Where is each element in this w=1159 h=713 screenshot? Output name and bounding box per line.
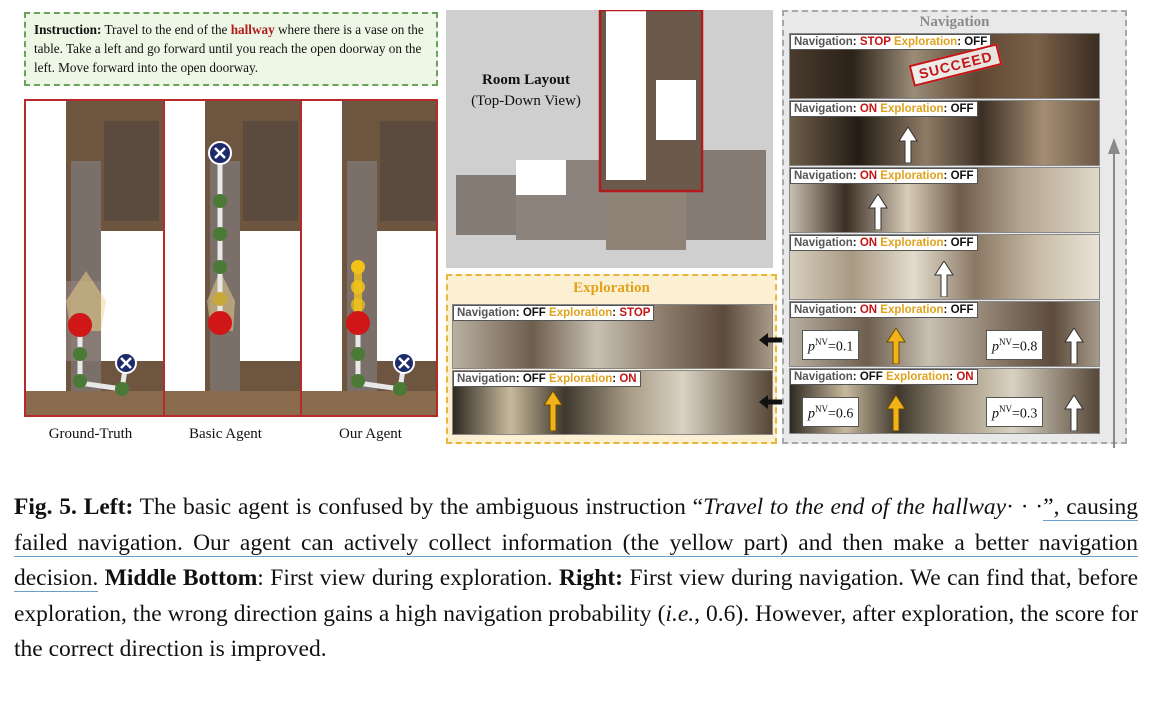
navigation-view-6: Navigation: OFF Exploration: ON pNV=0.6 … xyxy=(789,368,1100,434)
arrow-up-icon xyxy=(886,395,906,431)
exploration-panel: Exploration Navigation: OFF Exploration:… xyxy=(446,274,777,444)
arrow-up-icon xyxy=(1064,395,1084,431)
caption-middle-label: Middle Bottom xyxy=(104,565,258,591)
caption-ground-truth: Ground-Truth xyxy=(48,426,133,442)
instruction-highlight: hallway xyxy=(230,22,275,37)
caption-ie: i.e. xyxy=(665,600,695,627)
progress-arrow-icon xyxy=(1108,138,1120,448)
prob-label-2: pNV=0.8 xyxy=(986,330,1044,360)
gt-stop-marker xyxy=(68,313,92,337)
navigation-view-2: Navigation: ON Exploration: OFF xyxy=(789,100,1100,166)
our-stop-marker xyxy=(346,311,370,335)
room-layout-subtitle: (Top-Down View) xyxy=(471,93,581,109)
map-our-agent-svg xyxy=(302,101,436,415)
arrow-up-icon xyxy=(886,328,906,364)
navigation-panel: Navigation Navigation: STOP Exploration:… xyxy=(782,10,1127,448)
navigation-view-3-label: Navigation: ON Exploration: OFF xyxy=(790,168,978,184)
navigation-view-5-label: Navigation: ON Exploration: OFF xyxy=(790,302,978,318)
exploration-title: Exploration xyxy=(573,280,650,296)
caption-text-5: , 0.6). However, after exploration, the … xyxy=(14,600,1138,663)
caption-fig-number: Fig. 5. xyxy=(14,494,77,520)
connector-arrows xyxy=(759,333,783,409)
caption-text-2: ”, causing failed navigation. Our agent … xyxy=(14,494,1139,592)
arrow-up-icon xyxy=(1064,328,1084,364)
caption-left-label: Left: xyxy=(83,494,134,520)
map-our-agent xyxy=(300,101,436,415)
room-highlight-box xyxy=(598,10,704,193)
room-layout-svg xyxy=(456,10,766,250)
navigation-view-6-label: Navigation: OFF Exploration: ON xyxy=(790,369,978,385)
prob-label-1: pNV=0.1 xyxy=(802,330,860,360)
caption-our-agent: Our Agent xyxy=(339,426,402,442)
navigation-title: Navigation xyxy=(919,14,990,30)
caption-dots: · · · xyxy=(1006,494,1044,520)
exploration-view-2-label: Navigation: OFF Exploration: ON xyxy=(453,371,641,387)
prob-label-3: pNV=0.6 xyxy=(802,397,860,427)
caption-text-4: First view during navigation. We can fin… xyxy=(14,565,1139,627)
caption-quote: Travel to the end of the hallway xyxy=(703,494,1007,520)
prob-label-4: pNV=0.3 xyxy=(986,397,1044,427)
room-layout-title-text: Room Layout xyxy=(482,72,570,88)
navigation-view-3: Navigation: ON Exploration: OFF xyxy=(789,167,1100,233)
navigation-view-1-label: Navigation: STOP Exploration: OFF xyxy=(790,34,992,50)
caption-right-label: Right: xyxy=(559,565,624,591)
map-ground-truth-svg xyxy=(26,101,163,415)
map-basic-agent-svg xyxy=(165,101,302,415)
basic-stop-marker xyxy=(208,311,232,335)
room-layout-panel: Room Layout (Top-Down View) xyxy=(446,10,773,268)
navigation-view-4: Navigation: ON Exploration: OFF xyxy=(789,234,1100,300)
room-layout-title: Room Layout (Top-Down View) xyxy=(466,70,586,112)
navigation-view-5: Navigation: ON Exploration: OFF pNV=0.1 … xyxy=(789,301,1100,367)
caption-basic-agent: Basic Agent xyxy=(189,426,262,442)
navigation-view-1: Navigation: STOP Exploration: OFF SUCCEE… xyxy=(789,33,1100,99)
map-basic-agent xyxy=(163,101,302,415)
instruction-label: Instruction: xyxy=(34,22,102,37)
exploration-view-1-label: Navigation: OFF Exploration: STOP xyxy=(453,305,655,321)
map-ground-truth xyxy=(26,101,163,415)
caption-text-1: The basic agent is confused by the ambig… xyxy=(139,494,704,520)
instruction-box: Instruction: Travel to the end of the ha… xyxy=(24,12,438,86)
instruction-pre: Travel to the end of the xyxy=(104,22,228,37)
exploration-view-2: Navigation: OFF Exploration: ON xyxy=(452,370,773,435)
arrow-up-icon xyxy=(934,261,954,297)
arrow-up-icon xyxy=(868,194,888,230)
trajectory-maps xyxy=(24,99,438,417)
exploration-view-1: Navigation: OFF Exploration: STOP xyxy=(452,304,773,369)
instruction-post: where there is a vase on the table. Take… xyxy=(34,22,424,75)
arrow-up-icon xyxy=(898,127,918,163)
arrow-up-icon xyxy=(543,391,563,431)
figure-caption: Fig. 5. Left: The basic agent is confuse… xyxy=(14,490,1138,668)
navigation-view-2-label: Navigation: ON Exploration: OFF xyxy=(790,101,978,117)
caption-text-3: : First view during exploration. xyxy=(257,565,553,591)
explore-point-1 xyxy=(351,260,365,274)
navigation-view-4-label: Navigation: ON Exploration: OFF xyxy=(790,235,978,251)
